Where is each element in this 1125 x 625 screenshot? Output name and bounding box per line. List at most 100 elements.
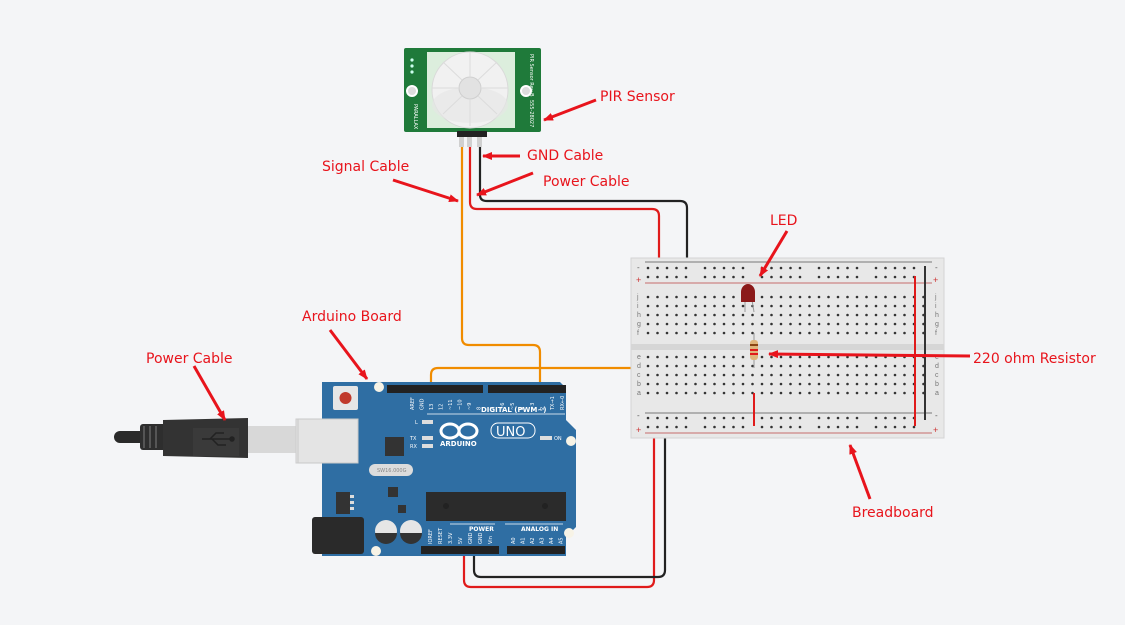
led[interactable] (741, 284, 755, 313)
breadboard-hole[interactable] (836, 322, 840, 326)
breadboard-hole[interactable] (656, 373, 659, 377)
rail-hole[interactable] (675, 275, 678, 279)
rail-hole[interactable] (846, 275, 849, 279)
breadboard-hole[interactable] (665, 313, 669, 317)
breadboard-hole[interactable] (656, 382, 659, 386)
rail-hole[interactable] (817, 275, 821, 279)
breadboard-hole[interactable] (665, 391, 669, 395)
breadboard-hole[interactable] (665, 304, 669, 308)
rail-hole[interactable] (893, 266, 897, 270)
breadboard-hole[interactable] (770, 313, 773, 317)
breadboard-hole[interactable] (694, 373, 697, 377)
breadboard-hole[interactable] (732, 373, 735, 377)
breadboard-hole[interactable] (732, 295, 735, 299)
breadboard-hole[interactable] (893, 373, 897, 377)
breadboard-hole[interactable] (836, 331, 840, 335)
rail-hole[interactable] (827, 266, 830, 270)
breadboard-hole[interactable] (703, 355, 707, 359)
breadboard-hole[interactable] (903, 382, 906, 386)
breadboard-hole[interactable] (827, 373, 830, 377)
breadboard-hole[interactable] (836, 373, 840, 377)
breadboard-hole[interactable] (665, 295, 669, 299)
breadboard-hole[interactable] (884, 382, 887, 386)
breadboard-hole[interactable] (760, 322, 764, 326)
breadboard-hole[interactable] (846, 382, 849, 386)
pir-sensor[interactable]: PARALLAX PIR Sensor Rev B 555-28027 (404, 48, 541, 147)
breadboard-hole[interactable] (684, 373, 688, 377)
breadboard-hole[interactable] (732, 304, 735, 308)
breadboard-hole[interactable] (770, 391, 773, 395)
breadboard-hole[interactable] (865, 382, 868, 386)
rail-hole[interactable] (770, 425, 773, 429)
breadboard-hole[interactable] (722, 355, 726, 359)
breadboard-hole[interactable] (675, 295, 678, 299)
breadboard-hole[interactable] (779, 304, 783, 308)
rail-hole[interactable] (874, 266, 878, 270)
rail-hole[interactable] (770, 416, 773, 420)
rail-hole[interactable] (741, 425, 745, 429)
breadboard-hole[interactable] (836, 391, 840, 395)
breadboard-hole[interactable] (836, 313, 840, 317)
breadboard-hole[interactable] (694, 331, 697, 335)
breadboard-hole[interactable] (865, 295, 868, 299)
rail-hole[interactable] (893, 275, 897, 279)
breadboard-hole[interactable] (903, 304, 906, 308)
breadboard-hole[interactable] (893, 322, 897, 326)
breadboard-hole[interactable] (741, 313, 745, 317)
breadboard-hole[interactable] (722, 313, 726, 317)
rail-hole[interactable] (703, 266, 707, 270)
breadboard-hole[interactable] (798, 373, 802, 377)
breadboard-hole[interactable] (751, 313, 754, 317)
breadboard-hole[interactable] (675, 355, 678, 359)
breadboard-hole[interactable] (865, 322, 868, 326)
breadboard-hole[interactable] (855, 331, 859, 335)
breadboard-hole[interactable] (684, 331, 688, 335)
breadboard-hole[interactable] (903, 373, 906, 377)
breadboard-hole[interactable] (865, 373, 868, 377)
breadboard-hole[interactable] (751, 382, 754, 386)
rail-hole[interactable] (798, 275, 802, 279)
breadboard-hole[interactable] (789, 304, 792, 308)
rail-hole[interactable] (798, 425, 802, 429)
rail-hole[interactable] (846, 266, 849, 270)
breadboard-hole[interactable] (646, 295, 650, 299)
breadboard-hole[interactable] (741, 331, 745, 335)
breadboard-hole[interactable] (646, 331, 650, 335)
rail-hole[interactable] (684, 425, 688, 429)
rail-hole[interactable] (779, 266, 783, 270)
breadboard-hole[interactable] (874, 313, 878, 317)
breadboard-hole[interactable] (817, 364, 821, 368)
breadboard-hole[interactable] (703, 295, 707, 299)
breadboard-hole[interactable] (675, 322, 678, 326)
breadboard-hole[interactable] (684, 313, 688, 317)
breadboard-hole[interactable] (741, 373, 745, 377)
rail-hole[interactable] (827, 425, 830, 429)
breadboard-hole[interactable] (808, 295, 811, 299)
breadboard-hole[interactable] (884, 295, 887, 299)
rail-hole[interactable] (836, 425, 840, 429)
rail-hole[interactable] (722, 275, 726, 279)
rail-hole[interactable] (903, 425, 906, 429)
breadboard-hole[interactable] (684, 295, 688, 299)
rail-hole[interactable] (893, 425, 897, 429)
breadboard-hole[interactable] (846, 313, 849, 317)
breadboard-hole[interactable] (779, 295, 783, 299)
breadboard-hole[interactable] (846, 373, 849, 377)
rail-hole[interactable] (836, 275, 840, 279)
breadboard-hole[interactable] (903, 322, 906, 326)
breadboard-hole[interactable] (817, 295, 821, 299)
rail-hole[interactable] (884, 416, 887, 420)
breadboard-hole[interactable] (884, 304, 887, 308)
breadboard-hole[interactable] (646, 364, 650, 368)
rail-hole[interactable] (656, 266, 659, 270)
breadboard-hole[interactable] (694, 364, 697, 368)
breadboard-hole[interactable] (694, 322, 697, 326)
breadboard-hole[interactable] (656, 313, 659, 317)
breadboard-hole[interactable] (846, 391, 849, 395)
breadboard-hole[interactable] (798, 295, 802, 299)
rail-hole[interactable] (789, 416, 792, 420)
breadboard-hole[interactable] (808, 364, 811, 368)
breadboard-hole[interactable] (732, 382, 735, 386)
rail-hole[interactable] (770, 275, 773, 279)
breadboard-hole[interactable] (656, 364, 659, 368)
